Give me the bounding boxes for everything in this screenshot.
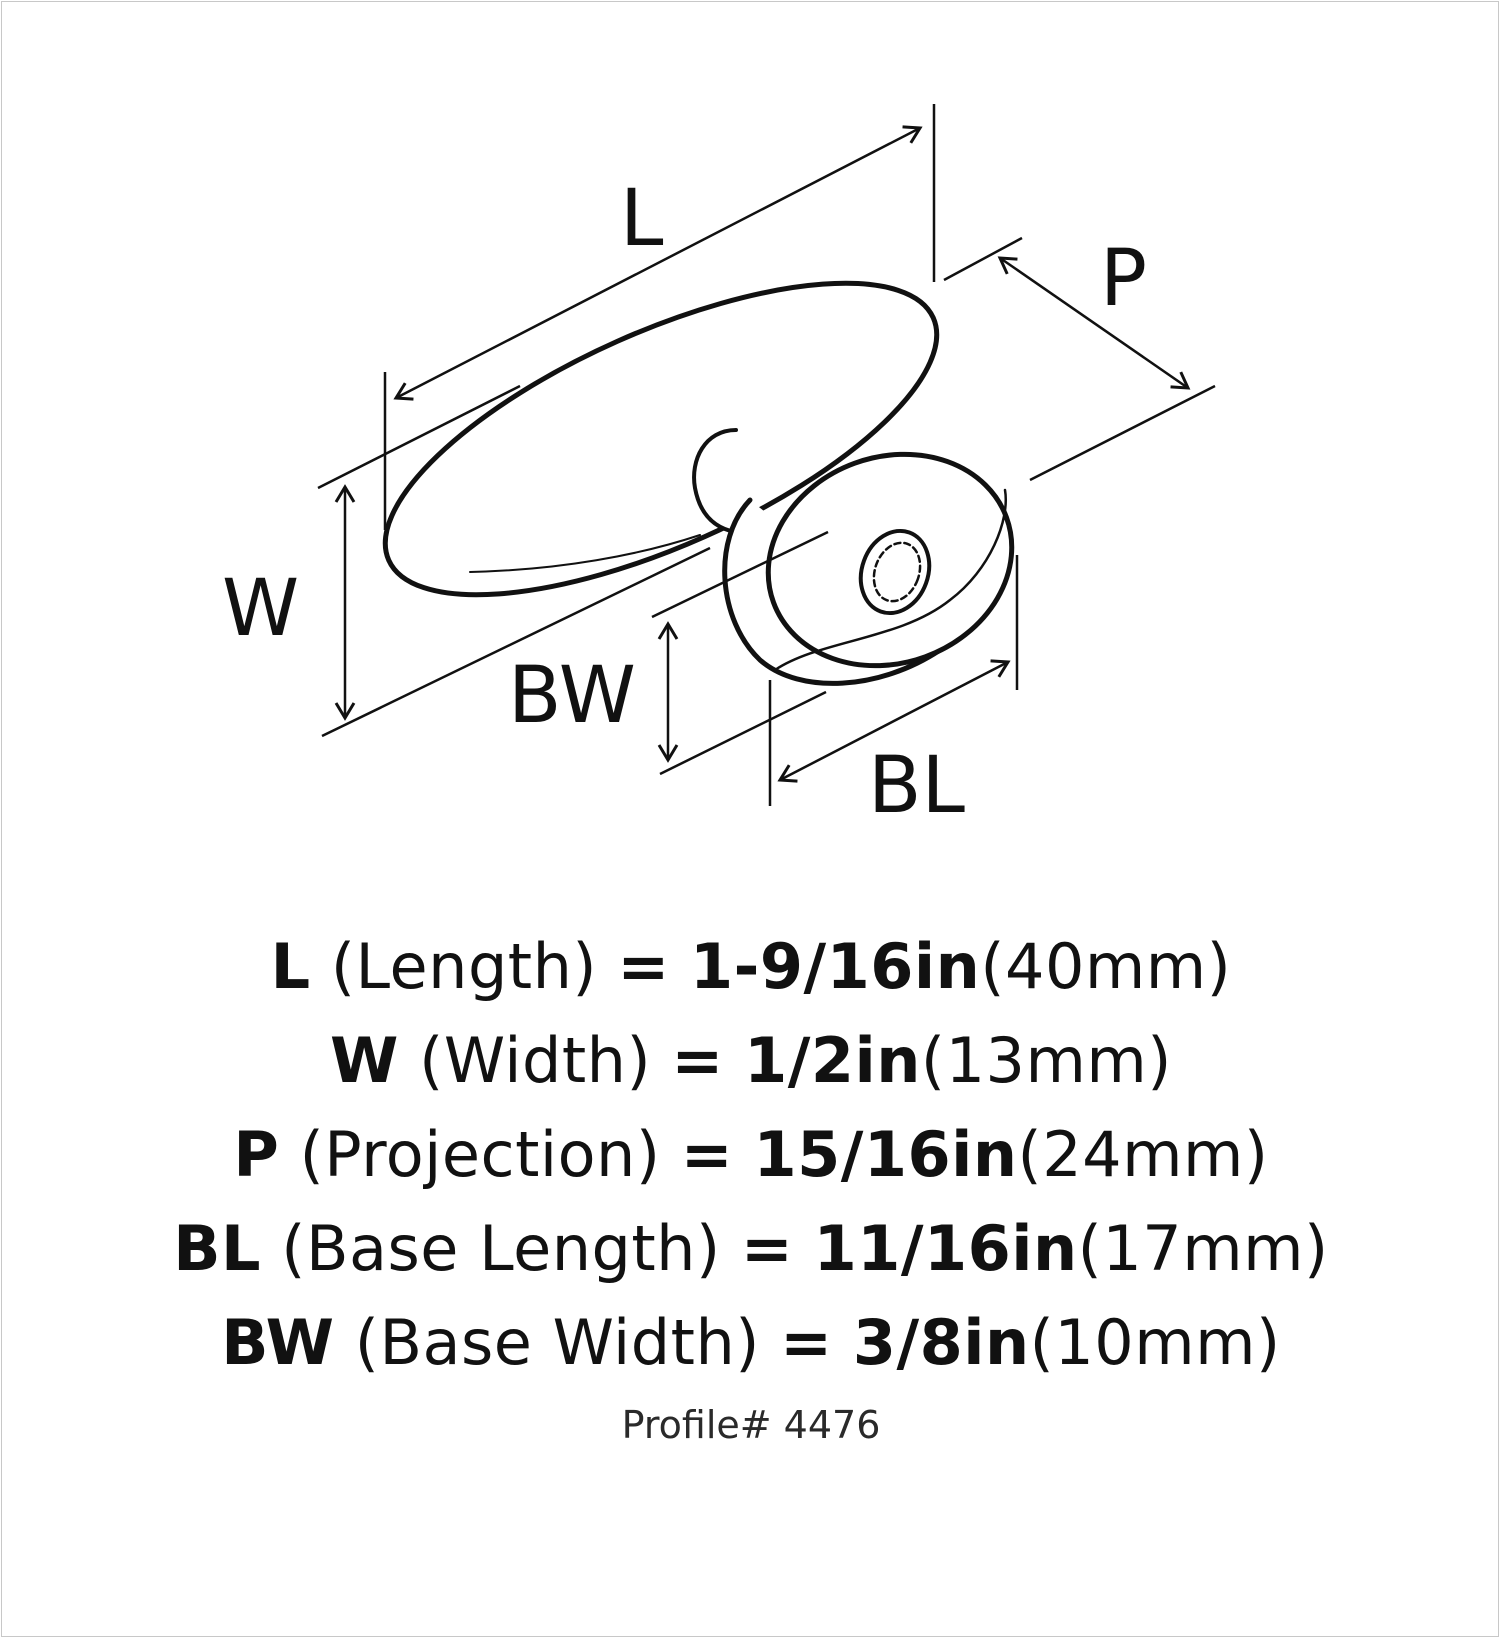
width-extension-bottom — [321, 546, 711, 738]
dimension-specs: L (Length) = 1-9/16in(40mm) W (Width) = … — [0, 920, 1502, 1390]
knob-drawing — [382, 280, 1015, 686]
spec-desc: (Base Length) — [281, 1212, 721, 1285]
spec-metric: (24mm) — [1017, 1118, 1269, 1191]
dimension-lines — [317, 104, 1216, 806]
projection-dimension-line — [997, 256, 1191, 390]
spec-desc: (Projection) — [299, 1118, 661, 1191]
spec-abbr: P — [233, 1118, 280, 1191]
spec-metric: (13mm) — [920, 1024, 1172, 1097]
base-length-dimension-line — [777, 659, 1011, 783]
spec-equals: = — [617, 930, 670, 1003]
spec-abbr: L — [270, 930, 311, 1003]
spec-equals: = — [671, 1024, 724, 1097]
spec-equals: = — [740, 1212, 794, 1285]
base-width-extension-bottom — [659, 690, 827, 776]
base-width-extension-top — [651, 530, 829, 619]
spec-desc: (Width) — [419, 1024, 652, 1097]
label-width: W — [222, 564, 299, 654]
spec-imperial: 3/8in — [852, 1306, 1030, 1379]
threaded-hole-inner — [872, 541, 922, 603]
spec-metric: (40mm) — [980, 930, 1232, 1003]
spec-imperial: 11/16in — [813, 1212, 1078, 1285]
width-extension-top — [317, 384, 521, 490]
spec-row-projection: P (Projection) = 15/16in(24mm) — [0, 1108, 1502, 1202]
spec-row-base-width: BW (Base Width) = 3/8in(10mm) — [0, 1296, 1502, 1390]
knob-dimension-diagram: L P W BW BL — [222, 104, 1216, 831]
label-base-width: BW — [508, 651, 636, 741]
spec-imperial: 1/2in — [744, 1024, 921, 1097]
label-length: L — [620, 174, 664, 264]
spec-abbr: W — [330, 1024, 399, 1097]
length-dimension-line — [393, 125, 923, 401]
spec-equals: = — [680, 1118, 734, 1191]
label-base-length: BL — [868, 741, 966, 831]
spec-metric: (17mm) — [1077, 1212, 1329, 1285]
spec-row-width: W (Width) = 1/2in(13mm) — [0, 1014, 1502, 1108]
knob-base-rim — [773, 488, 1007, 672]
projection-extension-bottom — [1029, 384, 1216, 482]
spec-abbr: BW — [221, 1306, 335, 1379]
spec-row-base-length: BL (Base Length) = 11/16in(17mm) — [0, 1202, 1502, 1296]
spec-row-length: L (Length) = 1-9/16in(40mm) — [0, 920, 1502, 1014]
projection-extension-top — [943, 236, 1023, 282]
spec-desc: (Length) — [330, 930, 598, 1003]
spec-imperial: 1-9/16in — [689, 930, 981, 1003]
knob-stem — [692, 428, 738, 534]
spec-metric: (10mm) — [1029, 1306, 1281, 1379]
spec-desc: (Base Width) — [354, 1306, 760, 1379]
spec-imperial: 15/16in — [753, 1118, 1018, 1191]
spec-abbr: BL — [173, 1212, 262, 1285]
spec-equals: = — [780, 1306, 833, 1379]
label-projection: P — [1100, 234, 1147, 324]
profile-number: Profile# 4476 — [621, 1403, 881, 1447]
dimension-labels: L P W BW BL — [222, 174, 1147, 831]
knob-oval-highlight — [469, 534, 701, 573]
